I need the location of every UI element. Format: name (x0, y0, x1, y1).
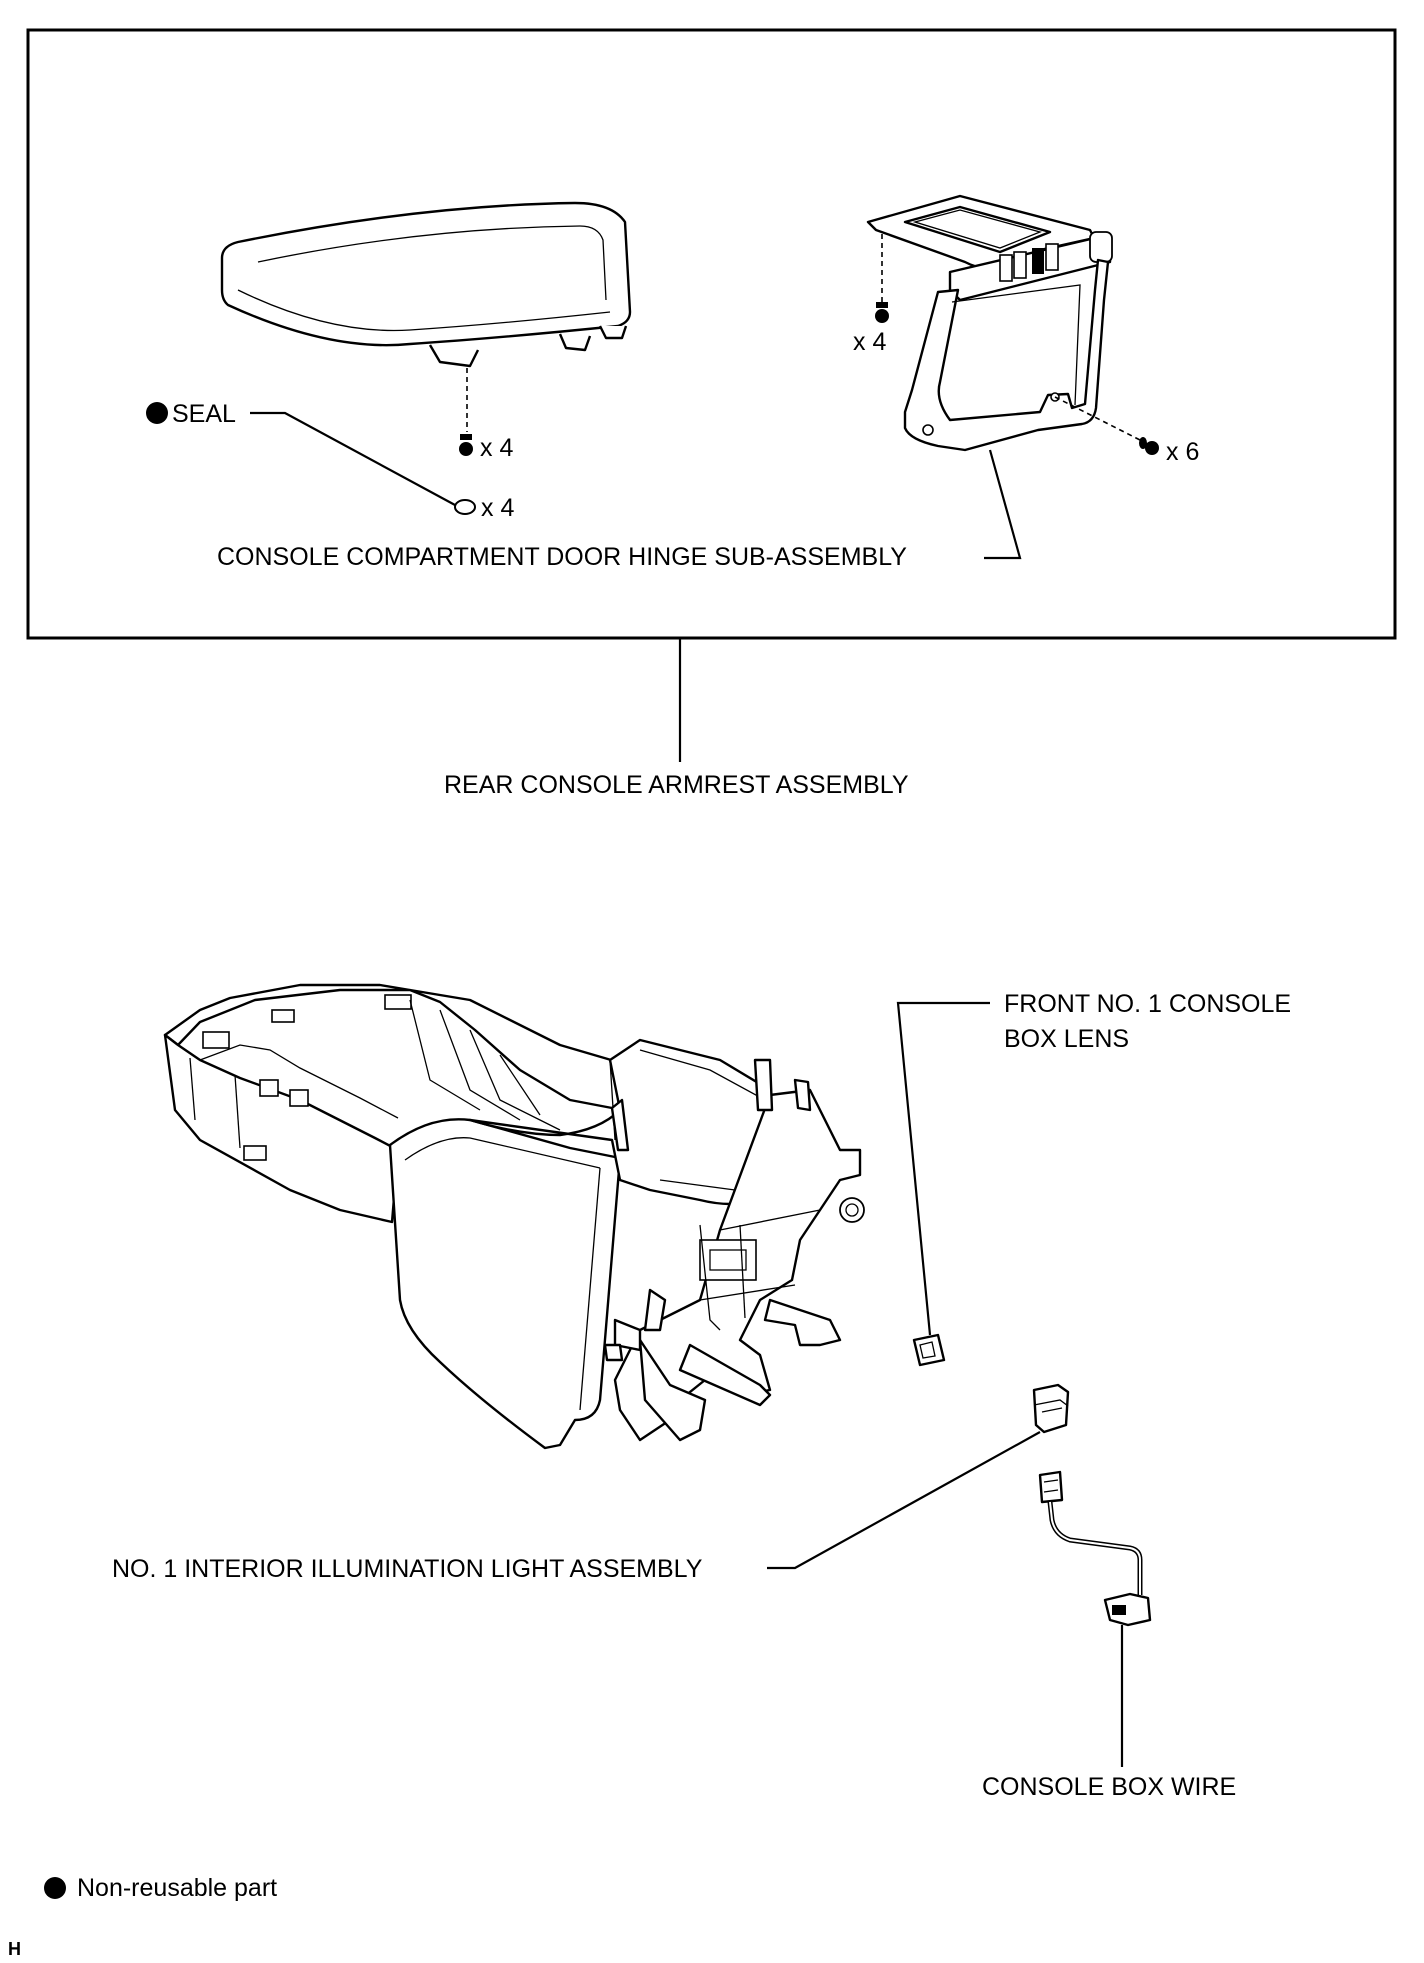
hinge-subassembly-label: CONSOLE COMPARTMENT DOOR HINGE SUB-ASSEM… (217, 543, 907, 571)
front-lens-label-line2: BOX LENS (1004, 1025, 1129, 1053)
non-reusable-marker-icon (146, 402, 168, 424)
console-box-wire (1038, 1470, 1152, 1627)
hinge-side-screw-icon (1139, 437, 1159, 455)
armrest-screw-icon (459, 434, 473, 456)
armrest-screw-qty: x 4 (480, 434, 513, 462)
front-console-box-lens (912, 1333, 946, 1367)
seal-label: SEAL (172, 400, 236, 428)
console-box (163, 983, 865, 1450)
detail-frame (26, 28, 1397, 640)
footer-code: H (8, 1939, 21, 1959)
hinge-side-screw-qty: x 6 (1166, 438, 1199, 466)
legend-non-reusable-icon (44, 1877, 66, 1899)
hinge-top-screw-icon (875, 302, 889, 323)
illumination-light-label: NO. 1 INTERIOR ILLUMINATION LIGHT ASSEMB… (112, 1555, 703, 1583)
console-box-wire-label: CONSOLE BOX WIRE (982, 1773, 1236, 1801)
front-lens-label-line1: FRONT NO. 1 CONSOLE (1004, 990, 1291, 1018)
hinge-subassembly-leader (984, 449, 1022, 560)
illumination-light-assembly (1032, 1383, 1070, 1434)
hinge-subassembly (866, 194, 1113, 452)
seal-qty: x 4 (481, 494, 514, 522)
front-lens-leader (896, 1001, 990, 1336)
illumination-light-leader (767, 1431, 1041, 1570)
hinge-top-screw-qty: x 4 (853, 328, 886, 356)
armrest-cushion (220, 201, 632, 368)
seal-leader (250, 411, 456, 506)
legend-non-reusable-label: Non-reusable part (77, 1874, 277, 1902)
seal-ring-icon (454, 499, 476, 515)
hinge-spring-icon (999, 231, 1113, 282)
rear-armrest-label: REAR CONSOLE ARMREST ASSEMBLY (444, 771, 909, 799)
